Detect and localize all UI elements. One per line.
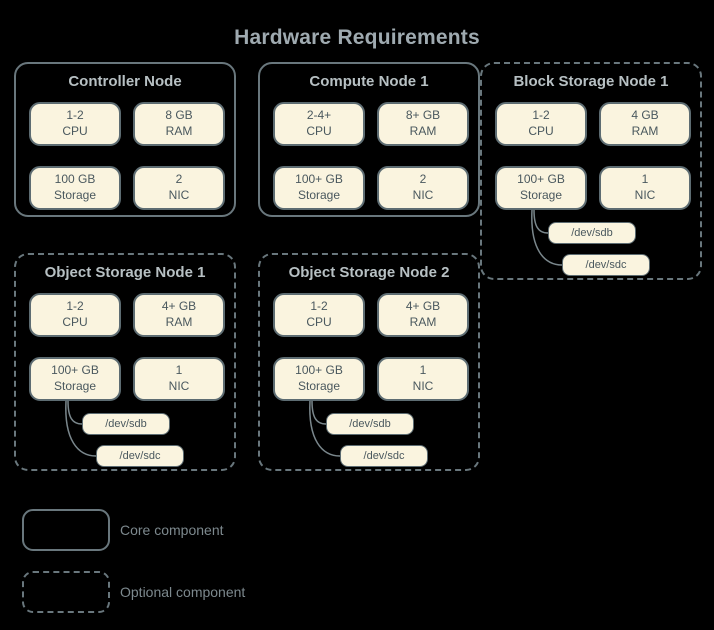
component-value: 1-2: [66, 108, 84, 123]
nic-component: 1 NIC: [377, 357, 469, 401]
component-label: RAM: [631, 124, 659, 138]
component-label: Storage: [297, 379, 341, 393]
storage-component: 100+ GB Storage: [273, 166, 365, 210]
legend-core-swatch: [22, 509, 110, 551]
legend-optional-swatch: [22, 571, 110, 613]
component-value: 8 GB: [165, 108, 193, 123]
component-label: RAM: [165, 315, 193, 329]
component-value: 2-4+: [306, 108, 332, 123]
component-value: 100+ GB: [295, 363, 343, 378]
node-title: Object Storage Node 2: [288, 264, 450, 281]
node-title: Compute Node 1: [309, 73, 429, 90]
nic-component: 2 NIC: [377, 166, 469, 210]
component-value: 2: [175, 172, 183, 187]
component-label: CPU: [528, 124, 554, 138]
ram-component: 8+ GB RAM: [377, 102, 469, 146]
device-label-sdb: /dev/sdb: [548, 222, 636, 244]
node-title: Object Storage Node 1: [44, 264, 206, 281]
device-label-sdb: /dev/sdb: [326, 413, 414, 435]
legend-core-label: Core component: [120, 522, 224, 538]
device-label-sdc: /dev/sdc: [96, 445, 184, 467]
object-storage-node-1: Object Storage Node 1 1-2 CPU 4+ GB RAM …: [14, 253, 236, 471]
component-value: 100+ GB: [51, 363, 99, 378]
component-value: 1-2: [66, 299, 84, 314]
ram-component: 4+ GB RAM: [377, 293, 469, 337]
component-value: 1: [175, 363, 183, 378]
storage-component: 100+ GB Storage: [273, 357, 365, 401]
storage-component: 100+ GB Storage: [495, 166, 587, 210]
storage-component: 100 GB Storage: [29, 166, 121, 210]
component-value: 1-2: [532, 108, 550, 123]
component-value: 100+ GB: [295, 172, 343, 187]
page-title: Hardware Requirements: [234, 26, 480, 49]
component-label: Storage: [297, 188, 341, 202]
cpu-component: 1-2 CPU: [273, 293, 365, 337]
component-value: 1: [641, 172, 649, 187]
component-label: NIC: [168, 379, 190, 393]
legend-optional-label: Optional component: [120, 584, 246, 600]
component-label: Storage: [519, 188, 563, 202]
cpu-component: 1-2 CPU: [29, 293, 121, 337]
component-value: 4+ GB: [161, 299, 197, 314]
component-value: 8+ GB: [405, 108, 441, 123]
cpu-component: 2-4+ CPU: [273, 102, 365, 146]
component-label: CPU: [62, 124, 88, 138]
component-value: 100+ GB: [517, 172, 565, 187]
node-title: Controller Node: [68, 73, 182, 90]
component-value: 2: [419, 172, 427, 187]
compute-node: Compute Node 1 2-4+ CPU 8+ GB RAM 100+ G…: [258, 62, 480, 217]
component-label: CPU: [62, 315, 88, 329]
ram-component: 8 GB RAM: [133, 102, 225, 146]
ram-component: 4 GB RAM: [599, 102, 691, 146]
nic-component: 2 NIC: [133, 166, 225, 210]
component-value: 4+ GB: [405, 299, 441, 314]
device-label-sdb: /dev/sdb: [82, 413, 170, 435]
device-label-sdc: /dev/sdc: [340, 445, 428, 467]
component-value: 100 GB: [54, 172, 96, 187]
component-label: CPU: [306, 124, 332, 138]
component-label: RAM: [409, 315, 437, 329]
component-label: NIC: [412, 188, 434, 202]
device-label-sdc: /dev/sdc: [562, 254, 650, 276]
nic-component: 1 NIC: [133, 357, 225, 401]
nic-component: 1 NIC: [599, 166, 691, 210]
component-label: NIC: [168, 188, 190, 202]
object-storage-node-2: Object Storage Node 2 1-2 CPU 4+ GB RAM …: [258, 253, 480, 471]
component-label: RAM: [409, 124, 437, 138]
component-label: Storage: [53, 379, 97, 393]
controller-node: Controller Node 1-2 CPU 8 GB RAM 100 GB …: [14, 62, 236, 217]
component-label: CPU: [306, 315, 332, 329]
node-title: Block Storage Node 1: [513, 73, 669, 90]
component-value: 1-2: [310, 299, 328, 314]
component-label: Storage: [53, 188, 97, 202]
component-value: 1: [419, 363, 427, 378]
component-label: RAM: [165, 124, 193, 138]
cpu-component: 1-2 CPU: [29, 102, 121, 146]
component-label: NIC: [412, 379, 434, 393]
storage-component: 100+ GB Storage: [29, 357, 121, 401]
component-label: NIC: [634, 188, 656, 202]
component-value: 4 GB: [631, 108, 659, 123]
block-storage-node: Block Storage Node 1 1-2 CPU 4 GB RAM 10…: [480, 62, 702, 280]
cpu-component: 1-2 CPU: [495, 102, 587, 146]
ram-component: 4+ GB RAM: [133, 293, 225, 337]
